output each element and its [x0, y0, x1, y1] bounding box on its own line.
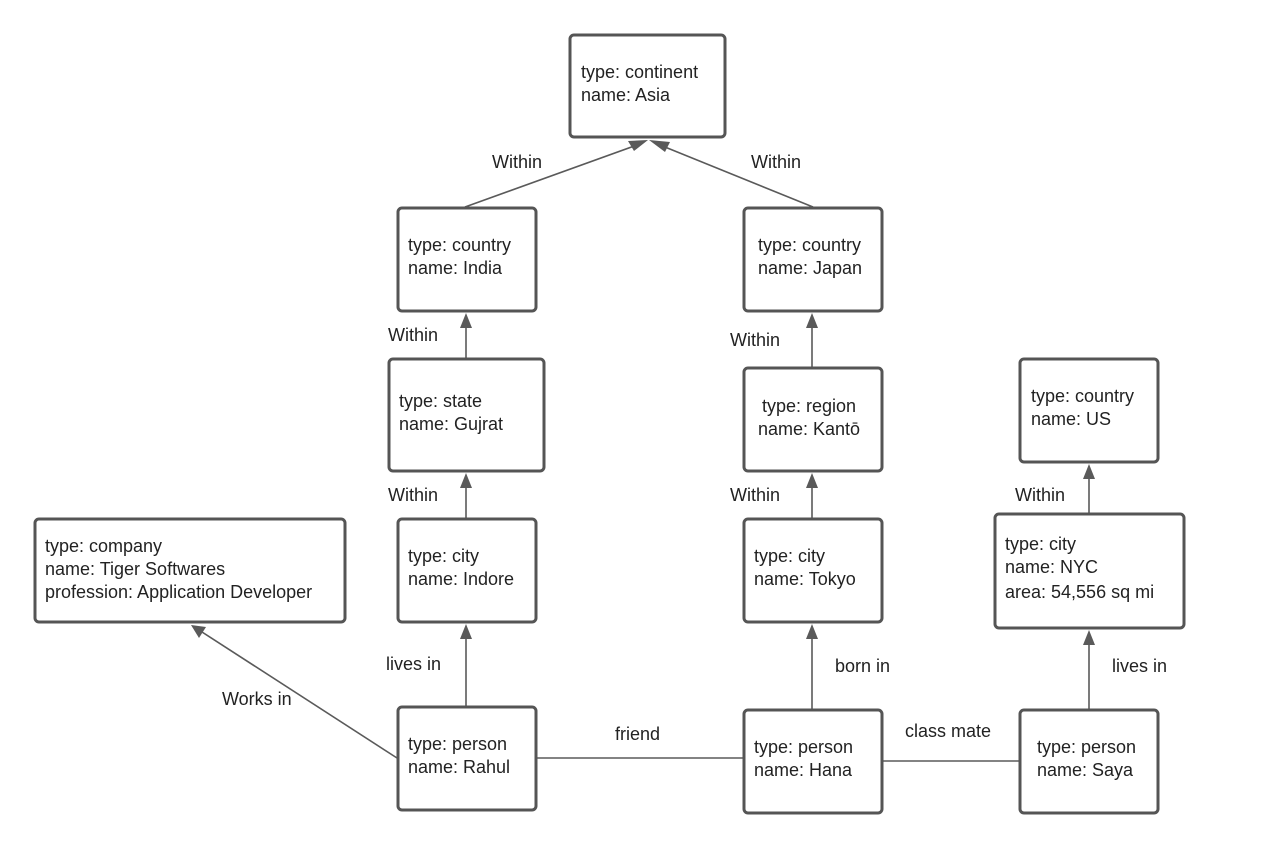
- node-type-text: type: city: [1005, 534, 1076, 554]
- edge-labels-layer: Within Within Within Within Within Withi…: [222, 152, 1167, 744]
- node-box: [387, 357, 546, 473]
- edge-label-india-asia: Within: [492, 152, 542, 172]
- node-box: [742, 206, 884, 313]
- node-box: [742, 517, 884, 624]
- node-name-text: name: Saya: [1037, 760, 1134, 780]
- edge-label-tokyo-kanto: Within: [730, 485, 780, 505]
- node-indore[interactable]: type: city name: Indore: [396, 517, 538, 624]
- arrowhead-icon: [460, 313, 472, 328]
- node-box: [993, 512, 1186, 630]
- edge-label-hana-saya: class mate: [905, 721, 991, 741]
- node-type-text: type: country: [408, 235, 511, 255]
- node-name-text: name: Gujrat: [399, 414, 503, 434]
- node-type-text: type: company: [45, 536, 162, 556]
- node-name-text: name: Tiger Softwares: [45, 559, 225, 579]
- edge-label-rahul-hana: friend: [615, 724, 660, 744]
- edge-label-saya-nyc: lives in: [1112, 656, 1167, 676]
- arrowhead-icon: [1083, 630, 1095, 645]
- node-area-text: area: 54,556 sq mi: [1005, 582, 1154, 602]
- node-type-text: type: city: [408, 546, 479, 566]
- arrowhead-icon: [460, 473, 472, 488]
- node-saya[interactable]: type: person name: Saya: [1018, 708, 1160, 815]
- edges-layer: [191, 140, 1095, 762]
- node-type-text: type: city: [754, 546, 825, 566]
- node-type-text: type: region: [762, 396, 856, 416]
- node-name-text: name: Hana: [754, 760, 853, 780]
- node-company[interactable]: type: company name: Tiger Softwares prof…: [33, 517, 347, 624]
- node-type-text: type: country: [758, 235, 861, 255]
- node-tokyo[interactable]: type: city name: Tokyo: [742, 517, 884, 624]
- node-type-text: type: state: [399, 391, 482, 411]
- edge-label-gujrat-india: Within: [388, 325, 438, 345]
- arrowhead-icon: [460, 624, 472, 639]
- node-name-text: name: Japan: [758, 258, 862, 278]
- node-kanto[interactable]: type: region name: Kantō: [742, 366, 884, 473]
- node-gujrat[interactable]: type: state name: Gujrat: [387, 357, 546, 473]
- node-box: [568, 33, 727, 139]
- node-box: [396, 517, 538, 624]
- arrowhead-icon: [628, 140, 648, 151]
- node-name-text: name: US: [1031, 409, 1111, 429]
- node-name-text: name: NYC: [1005, 557, 1098, 577]
- node-type-text: type: continent: [581, 62, 698, 82]
- node-type-text: type: person: [1037, 737, 1136, 757]
- node-name-text: name: Asia: [581, 85, 671, 105]
- edge-label-kanto-japan: Within: [730, 330, 780, 350]
- node-box: [1018, 357, 1160, 464]
- arrowhead-icon: [1083, 464, 1095, 479]
- node-rahul[interactable]: type: person name: Rahul: [396, 705, 538, 812]
- node-box: [742, 366, 884, 473]
- edge-label-rahul-indore: lives in: [386, 654, 441, 674]
- node-type-text: type: person: [408, 734, 507, 754]
- node-name-text: name: Tokyo: [754, 569, 856, 589]
- node-box: [396, 705, 538, 812]
- node-nyc[interactable]: type: city name: NYC area: 54,556 sq mi: [993, 512, 1186, 630]
- node-type-text: type: person: [754, 737, 853, 757]
- edge-label-rahul-company: Works in: [222, 689, 292, 709]
- edge-japan-within-asia: [659, 144, 814, 208]
- edge-label-hana-tokyo: born in: [835, 656, 890, 676]
- arrowhead-icon: [806, 313, 818, 328]
- node-type-text: type: country: [1031, 386, 1134, 406]
- arrowhead-icon: [806, 473, 818, 488]
- node-name-text: name: Rahul: [408, 757, 510, 777]
- node-asia[interactable]: type: continent name: Asia: [568, 33, 727, 139]
- node-japan[interactable]: type: country name: Japan: [742, 206, 884, 313]
- node-india[interactable]: type: country name: India: [396, 206, 538, 313]
- arrowhead-icon: [806, 624, 818, 639]
- edge-label-nyc-us: Within: [1015, 485, 1065, 505]
- node-box: [396, 206, 538, 313]
- node-name-text: name: India: [408, 258, 503, 278]
- node-name-text: name: Indore: [408, 569, 514, 589]
- node-box: [742, 708, 884, 815]
- edge-label-japan-asia: Within: [751, 152, 801, 172]
- node-profession-text: profession: Application Developer: [45, 582, 312, 602]
- node-us[interactable]: type: country name: US: [1018, 357, 1160, 464]
- edge-label-indore-gujrat: Within: [388, 485, 438, 505]
- node-name-text: name: Kantō: [758, 419, 860, 439]
- arrowhead-icon: [191, 625, 206, 638]
- edge-india-within-asia: [464, 144, 638, 208]
- node-box: [1018, 708, 1160, 815]
- arrowhead-icon: [649, 140, 670, 152]
- node-box: [33, 517, 347, 624]
- node-hana[interactable]: type: person name: Hana: [742, 708, 884, 815]
- edge-rahul-works-in-company: [201, 631, 398, 759]
